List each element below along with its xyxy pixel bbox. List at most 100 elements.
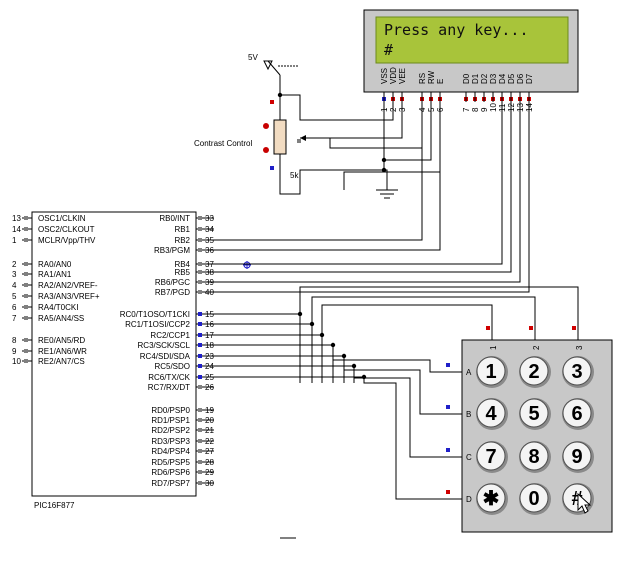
mcu-pin-name: RE0/AN5/RD xyxy=(38,336,85,345)
mcu-pin-name: RD4/PSP4 xyxy=(151,447,190,456)
mcu-pin-name: RC1/T1OSI/CCP2 xyxy=(125,320,190,329)
keypad-key[interactable]: 3 xyxy=(562,356,594,388)
pot-terminal-icon xyxy=(263,123,269,129)
keypad-key[interactable]: 6 xyxy=(562,398,594,430)
keypad-key-label: 0 xyxy=(528,488,539,510)
wire xyxy=(214,365,462,458)
keypad-row-label: D xyxy=(466,495,472,504)
keypad-key-label: 5 xyxy=(528,403,539,425)
mcu-pin-number: 30 xyxy=(205,479,214,488)
wire xyxy=(343,102,441,190)
keypad-row-label: B xyxy=(466,410,471,419)
junction-dot xyxy=(381,157,387,163)
mouse-cursor-icon xyxy=(577,492,592,514)
mcu-pin-name: RB4 xyxy=(174,260,190,269)
mcu-pin-name: RA5/AN4/SS xyxy=(38,314,84,323)
lcd-pin-number: 9 xyxy=(480,107,489,112)
mcu-pin-number: 10 xyxy=(12,357,21,366)
lcd-pin-name: E xyxy=(436,79,445,84)
power-source: 5V xyxy=(248,53,298,120)
lcd-screen xyxy=(375,16,569,64)
lcd-pin-name: D4 xyxy=(498,73,507,84)
mcu-pin-number: 36 xyxy=(205,246,214,255)
keypad-key[interactable]: 4 xyxy=(476,398,508,430)
lcd-pin-name: D1 xyxy=(471,73,480,84)
lcd-pin-name: RS xyxy=(418,73,427,84)
keypad-key[interactable]: 9 xyxy=(562,441,594,473)
lcd-pin-number: 10 xyxy=(489,103,498,112)
keypad-key-label: 8 xyxy=(528,446,539,468)
keypad-key-label: 2 xyxy=(528,361,539,383)
keypad-key[interactable]: 5 xyxy=(519,398,551,430)
mcu-pin-number: 1 xyxy=(12,236,17,245)
wire xyxy=(383,102,388,190)
wire xyxy=(214,286,579,340)
mcu-pin-name: RB6/PGC xyxy=(155,278,190,287)
keypad-key[interactable]: 7 xyxy=(476,441,508,473)
pot-terminal-icon xyxy=(263,147,269,153)
mcu-pin-name: RC0/T1OSO/T1CKI xyxy=(120,310,190,319)
mcu-pin-number: 17 xyxy=(205,331,214,340)
mcu-pin-name: RC7/RX/DT xyxy=(148,383,190,392)
mcu-pin-number: 19 xyxy=(205,406,214,415)
keypad-key[interactable]: 0 xyxy=(519,483,551,515)
mcu-pin-name: RB5 xyxy=(174,268,190,277)
mcu-pin-number: 40 xyxy=(205,288,214,297)
probe-icon xyxy=(243,261,251,269)
wire xyxy=(279,169,384,195)
keypad-key[interactable]: 2 xyxy=(519,356,551,388)
mcu-pin-name: RC2/CCP1 xyxy=(150,331,190,340)
pot-value: 5k xyxy=(290,171,299,180)
lcd-line-2: # xyxy=(384,41,393,59)
wire xyxy=(214,102,512,273)
mcu-pin-number: 7 xyxy=(12,314,17,323)
wires-mcu xyxy=(214,102,579,539)
mcu-pin-number: 24 xyxy=(205,362,214,371)
mcu-pin-name: MCLR/Vpp/THV xyxy=(38,236,96,245)
mcu-pin-name: RB1 xyxy=(174,225,190,234)
mcu-pin-number: 4 xyxy=(12,281,17,290)
keypad-key-label: 7 xyxy=(485,446,496,468)
keypad-row-label: A xyxy=(466,368,472,377)
mcu-pin-number: 9 xyxy=(12,347,17,356)
pot-label: Contrast Control xyxy=(194,139,252,148)
wire xyxy=(214,296,536,340)
mcu-pin-name: RA1/AN1 xyxy=(38,270,72,279)
mcu-pin-name: RC5/SDO xyxy=(154,362,190,371)
mcu-pin-name: RD3/PSP3 xyxy=(151,437,190,446)
mcu-pin-number: 15 xyxy=(205,310,214,319)
mcu-pin-number: 22 xyxy=(205,437,214,446)
mcu-pin-number: 14 xyxy=(12,225,21,234)
mcu-pin-number: 37 xyxy=(205,260,214,269)
mcu-pin-name: RD1/PSP1 xyxy=(151,416,190,425)
mcu-pin-number: 2 xyxy=(12,260,17,269)
keypad-key[interactable]: 1 xyxy=(476,356,508,388)
mcu-pin-name: RE1/AN6/WR xyxy=(38,347,87,356)
mcu-pin-number: 18 xyxy=(205,341,214,350)
lcd-pin-name: VEE xyxy=(398,68,407,84)
wire xyxy=(214,102,521,283)
mcu-pin-name: RC6/TX/CK xyxy=(148,373,190,382)
wire xyxy=(280,94,394,121)
keypad-key[interactable]: ✱ xyxy=(476,483,508,515)
mcu-pin-number: 25 xyxy=(205,373,214,382)
lcd-pin-name: D5 xyxy=(507,73,516,84)
keypad-column-label: 1 xyxy=(489,345,498,350)
keypad-column-label: 2 xyxy=(532,345,541,350)
mcu-pin-number: 5 xyxy=(12,292,17,301)
mcu-right-pins: 33RB0/INT34RB135RB236RB3/PGM37RB438RB539… xyxy=(120,214,215,488)
mcu-pin-name: RD0/PSP0 xyxy=(151,406,190,415)
keypad-key[interactable]: 8 xyxy=(519,441,551,473)
mcu-pin-number: 39 xyxy=(205,278,214,287)
wire xyxy=(214,102,503,265)
lcd-pin-name: D0 xyxy=(462,73,471,84)
keypad-key-label: 6 xyxy=(571,403,582,425)
lcd-pin-number: 8 xyxy=(471,107,480,112)
lcd-pin-name: D3 xyxy=(489,73,498,84)
mcu-pin-number: 23 xyxy=(205,352,214,361)
lcd-pin-name: D2 xyxy=(480,73,489,84)
mcu-pin-number: 8 xyxy=(12,336,17,345)
mcu-pin-name: RA0/AN0 xyxy=(38,260,72,269)
